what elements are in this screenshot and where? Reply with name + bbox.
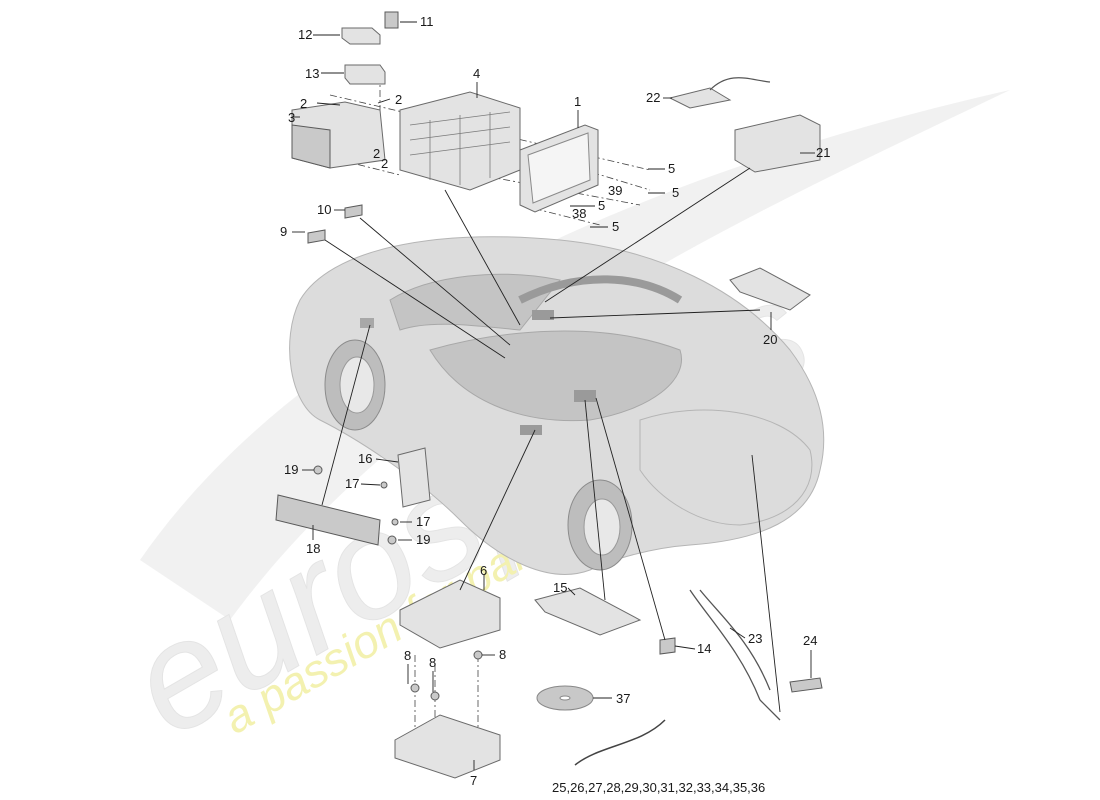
part-8a xyxy=(410,683,420,693)
callout-24: 24 xyxy=(803,633,817,648)
callout-9: 9 xyxy=(280,224,287,239)
leader-lines xyxy=(292,21,815,770)
part-19b xyxy=(387,535,397,545)
callout-21: 21 xyxy=(816,145,830,160)
callout-17: 17 xyxy=(416,514,430,529)
part-3-face xyxy=(291,124,331,169)
callout-12: 12 xyxy=(298,27,312,42)
callout-8: 8 xyxy=(429,655,436,670)
part-23 xyxy=(689,589,781,721)
callout-11: 11 xyxy=(420,14,434,29)
part-17a xyxy=(380,481,388,489)
callout-5: 5 xyxy=(668,161,675,176)
callout-22: 22 xyxy=(646,90,660,105)
part-14 xyxy=(659,637,676,655)
part-11 xyxy=(384,11,399,29)
callout-5: 5 xyxy=(672,185,679,200)
part-4-grid xyxy=(409,111,511,185)
part-22-cable xyxy=(709,77,771,91)
callout-13: 13 xyxy=(305,66,319,81)
part-21 xyxy=(734,114,821,173)
callout-4: 4 xyxy=(473,66,480,81)
part-24 xyxy=(789,677,823,693)
part-18 xyxy=(275,494,381,546)
part-19a xyxy=(313,465,323,475)
callout-18: 18 xyxy=(306,541,320,556)
callout-15: 15 xyxy=(553,580,567,595)
part-6 xyxy=(399,579,501,649)
part-7 xyxy=(394,714,501,779)
callout-2: 2 xyxy=(373,146,380,161)
callout-7: 7 xyxy=(470,773,477,788)
car-rollbar xyxy=(518,275,683,304)
part-20 xyxy=(729,267,811,311)
car-wheel-front-rim xyxy=(583,498,621,556)
part-8b xyxy=(430,691,440,701)
part-13 xyxy=(344,64,386,85)
part-10 xyxy=(344,204,363,219)
callout-2: 2 xyxy=(381,156,388,171)
callout-10: 10 xyxy=(317,202,331,217)
callout-23: 23 xyxy=(748,631,762,646)
car-windshield xyxy=(389,273,561,331)
part-22 xyxy=(668,87,732,109)
callout-8: 8 xyxy=(499,647,506,662)
callout-1: 1 xyxy=(574,94,581,109)
part-9 xyxy=(307,229,326,244)
car-hood xyxy=(639,409,813,526)
callout-19: 19 xyxy=(284,462,298,477)
watermark-swoosh xyxy=(140,90,1010,620)
part-15 xyxy=(534,587,642,636)
part-25-36-cable xyxy=(574,719,666,766)
car-part-marker-b xyxy=(574,390,596,402)
part-37-hole xyxy=(559,695,571,701)
part-17b xyxy=(391,518,399,526)
car-part-marker-c xyxy=(532,310,554,320)
car-illustration xyxy=(289,236,825,575)
callouts: 1 2 2 2 2 3 4 5 5 5 5 6 7 8 8 8 9 10 11 … xyxy=(280,14,830,795)
callout-5: 5 xyxy=(612,219,619,234)
callout-16: 16 xyxy=(358,451,372,466)
callout-17: 17 xyxy=(345,476,359,491)
callout-39: 39 xyxy=(608,183,622,198)
part-1-screen xyxy=(527,132,591,204)
callout-6: 6 xyxy=(480,563,487,578)
car-mirror xyxy=(360,318,374,328)
callout-2: 2 xyxy=(395,92,402,107)
part-8c xyxy=(473,650,483,660)
callout-3: 3 xyxy=(288,110,295,125)
callout-8: 8 xyxy=(404,648,411,663)
callout-38: 38 xyxy=(572,206,586,221)
callout-19: 19 xyxy=(416,532,430,547)
callout-5: 5 xyxy=(598,198,605,213)
callout-2: 2 xyxy=(300,96,307,111)
car-interior xyxy=(429,330,682,422)
callout-20: 20 xyxy=(763,332,777,347)
part-12 xyxy=(341,27,381,45)
callout-37: 37 xyxy=(616,691,630,706)
car-wheel-rear-rim xyxy=(339,356,375,414)
callout-25-36: 25,26,27,28,29,30,31,32,33,34,35,36 xyxy=(552,780,765,795)
car-part-marker-a xyxy=(520,425,542,435)
callout-14: 14 xyxy=(697,641,711,656)
part-16 xyxy=(397,447,431,508)
